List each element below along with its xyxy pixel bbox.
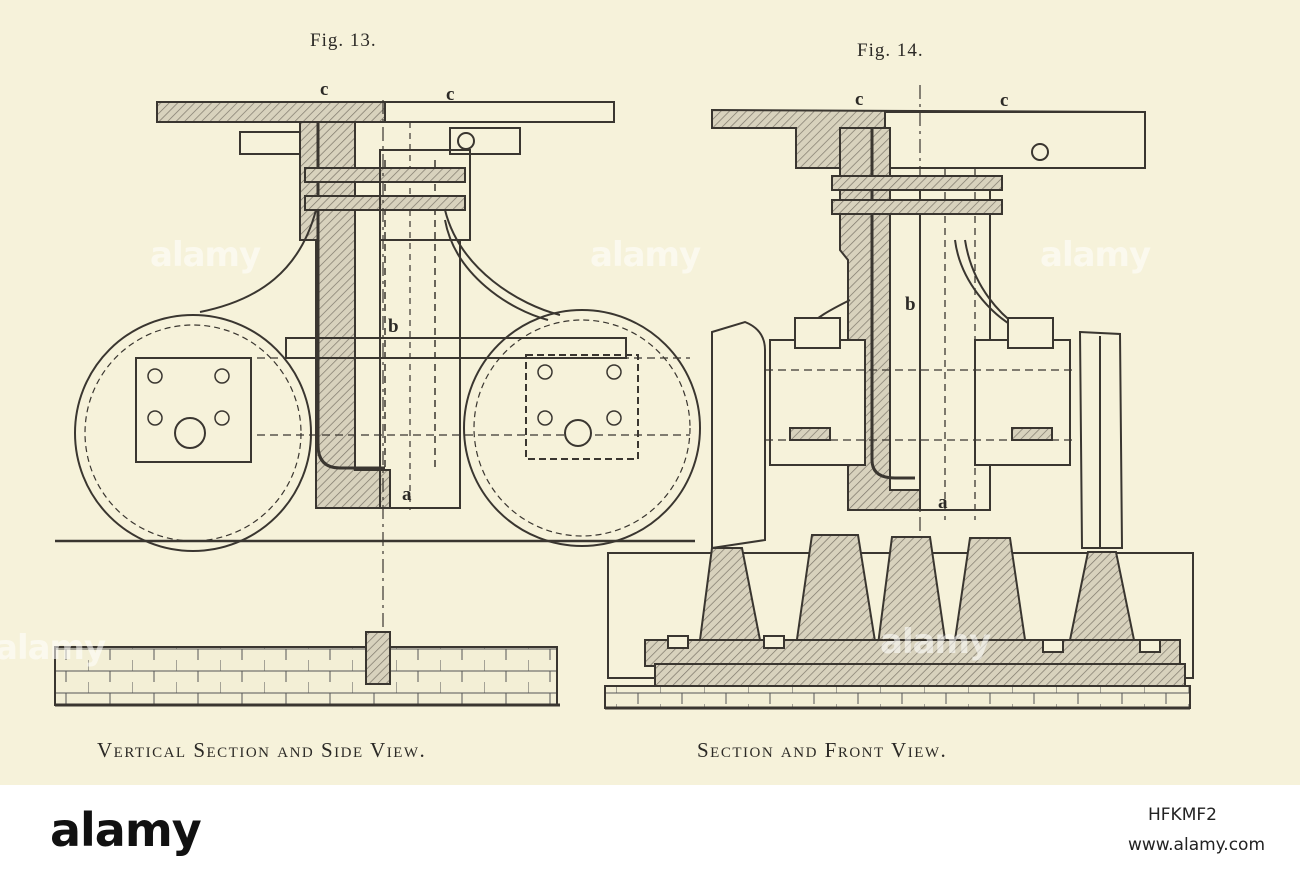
engineering-drawing: c c b a c c b a (54, 79, 1194, 710)
fig-14-label: Fig. 14. (857, 40, 924, 61)
fig13-plate-bolt-left (239, 131, 301, 155)
fig13-wheel-right (463, 309, 701, 547)
fig14-wheel-left (711, 320, 766, 550)
alamy-logo: alamy (50, 803, 202, 857)
fig14-axlebox-right (974, 339, 1071, 466)
fig13-axlebox-right (525, 354, 639, 460)
fig13-foundation (54, 646, 558, 706)
fig14-letter-c-right: c (1000, 90, 1008, 111)
watermark-2: alamy (590, 235, 701, 275)
fig14-rail-chair-5 (1068, 551, 1136, 641)
watermark-3: alamy (1040, 235, 1151, 275)
watermark-1: alamy (150, 235, 261, 275)
image-code: HFKMF2 (1148, 805, 1217, 825)
fig-13-label: Fig. 13. (310, 30, 377, 51)
fig14-base-plate (644, 639, 1181, 667)
fig13-letter-c-left: c (320, 79, 328, 100)
site-url: www.alamy.com (1128, 835, 1266, 855)
watermark-5: alamy (880, 622, 991, 662)
fig13-letter-b: b (388, 316, 399, 337)
watermark-4: alamy (0, 628, 106, 668)
fig14-rail-chair-1 (698, 547, 762, 641)
fig-14-drawing (604, 85, 1194, 710)
fig14-letter-c-left: c (855, 89, 863, 110)
fig14-letter-a: a (938, 492, 948, 513)
fig14-letter-b: b (905, 294, 916, 315)
fig13-letter-c-right: c (446, 84, 454, 105)
fig-13-drawing (54, 100, 701, 707)
fig-14-caption: Section and Front View. (697, 738, 948, 762)
fig13-letter-a: a (402, 484, 412, 505)
fig13-wheel-left (74, 314, 312, 552)
stock-footer: alamy HFKMF2 www.alamy.com (0, 785, 1300, 875)
drawing-sheet: Fig. 13. Fig. 14. (0, 30, 1194, 762)
fig14-axlebox-left (769, 339, 866, 466)
fig-13-caption: Vertical Section and Side View. (97, 738, 427, 762)
fig14-foundation (604, 685, 1191, 709)
